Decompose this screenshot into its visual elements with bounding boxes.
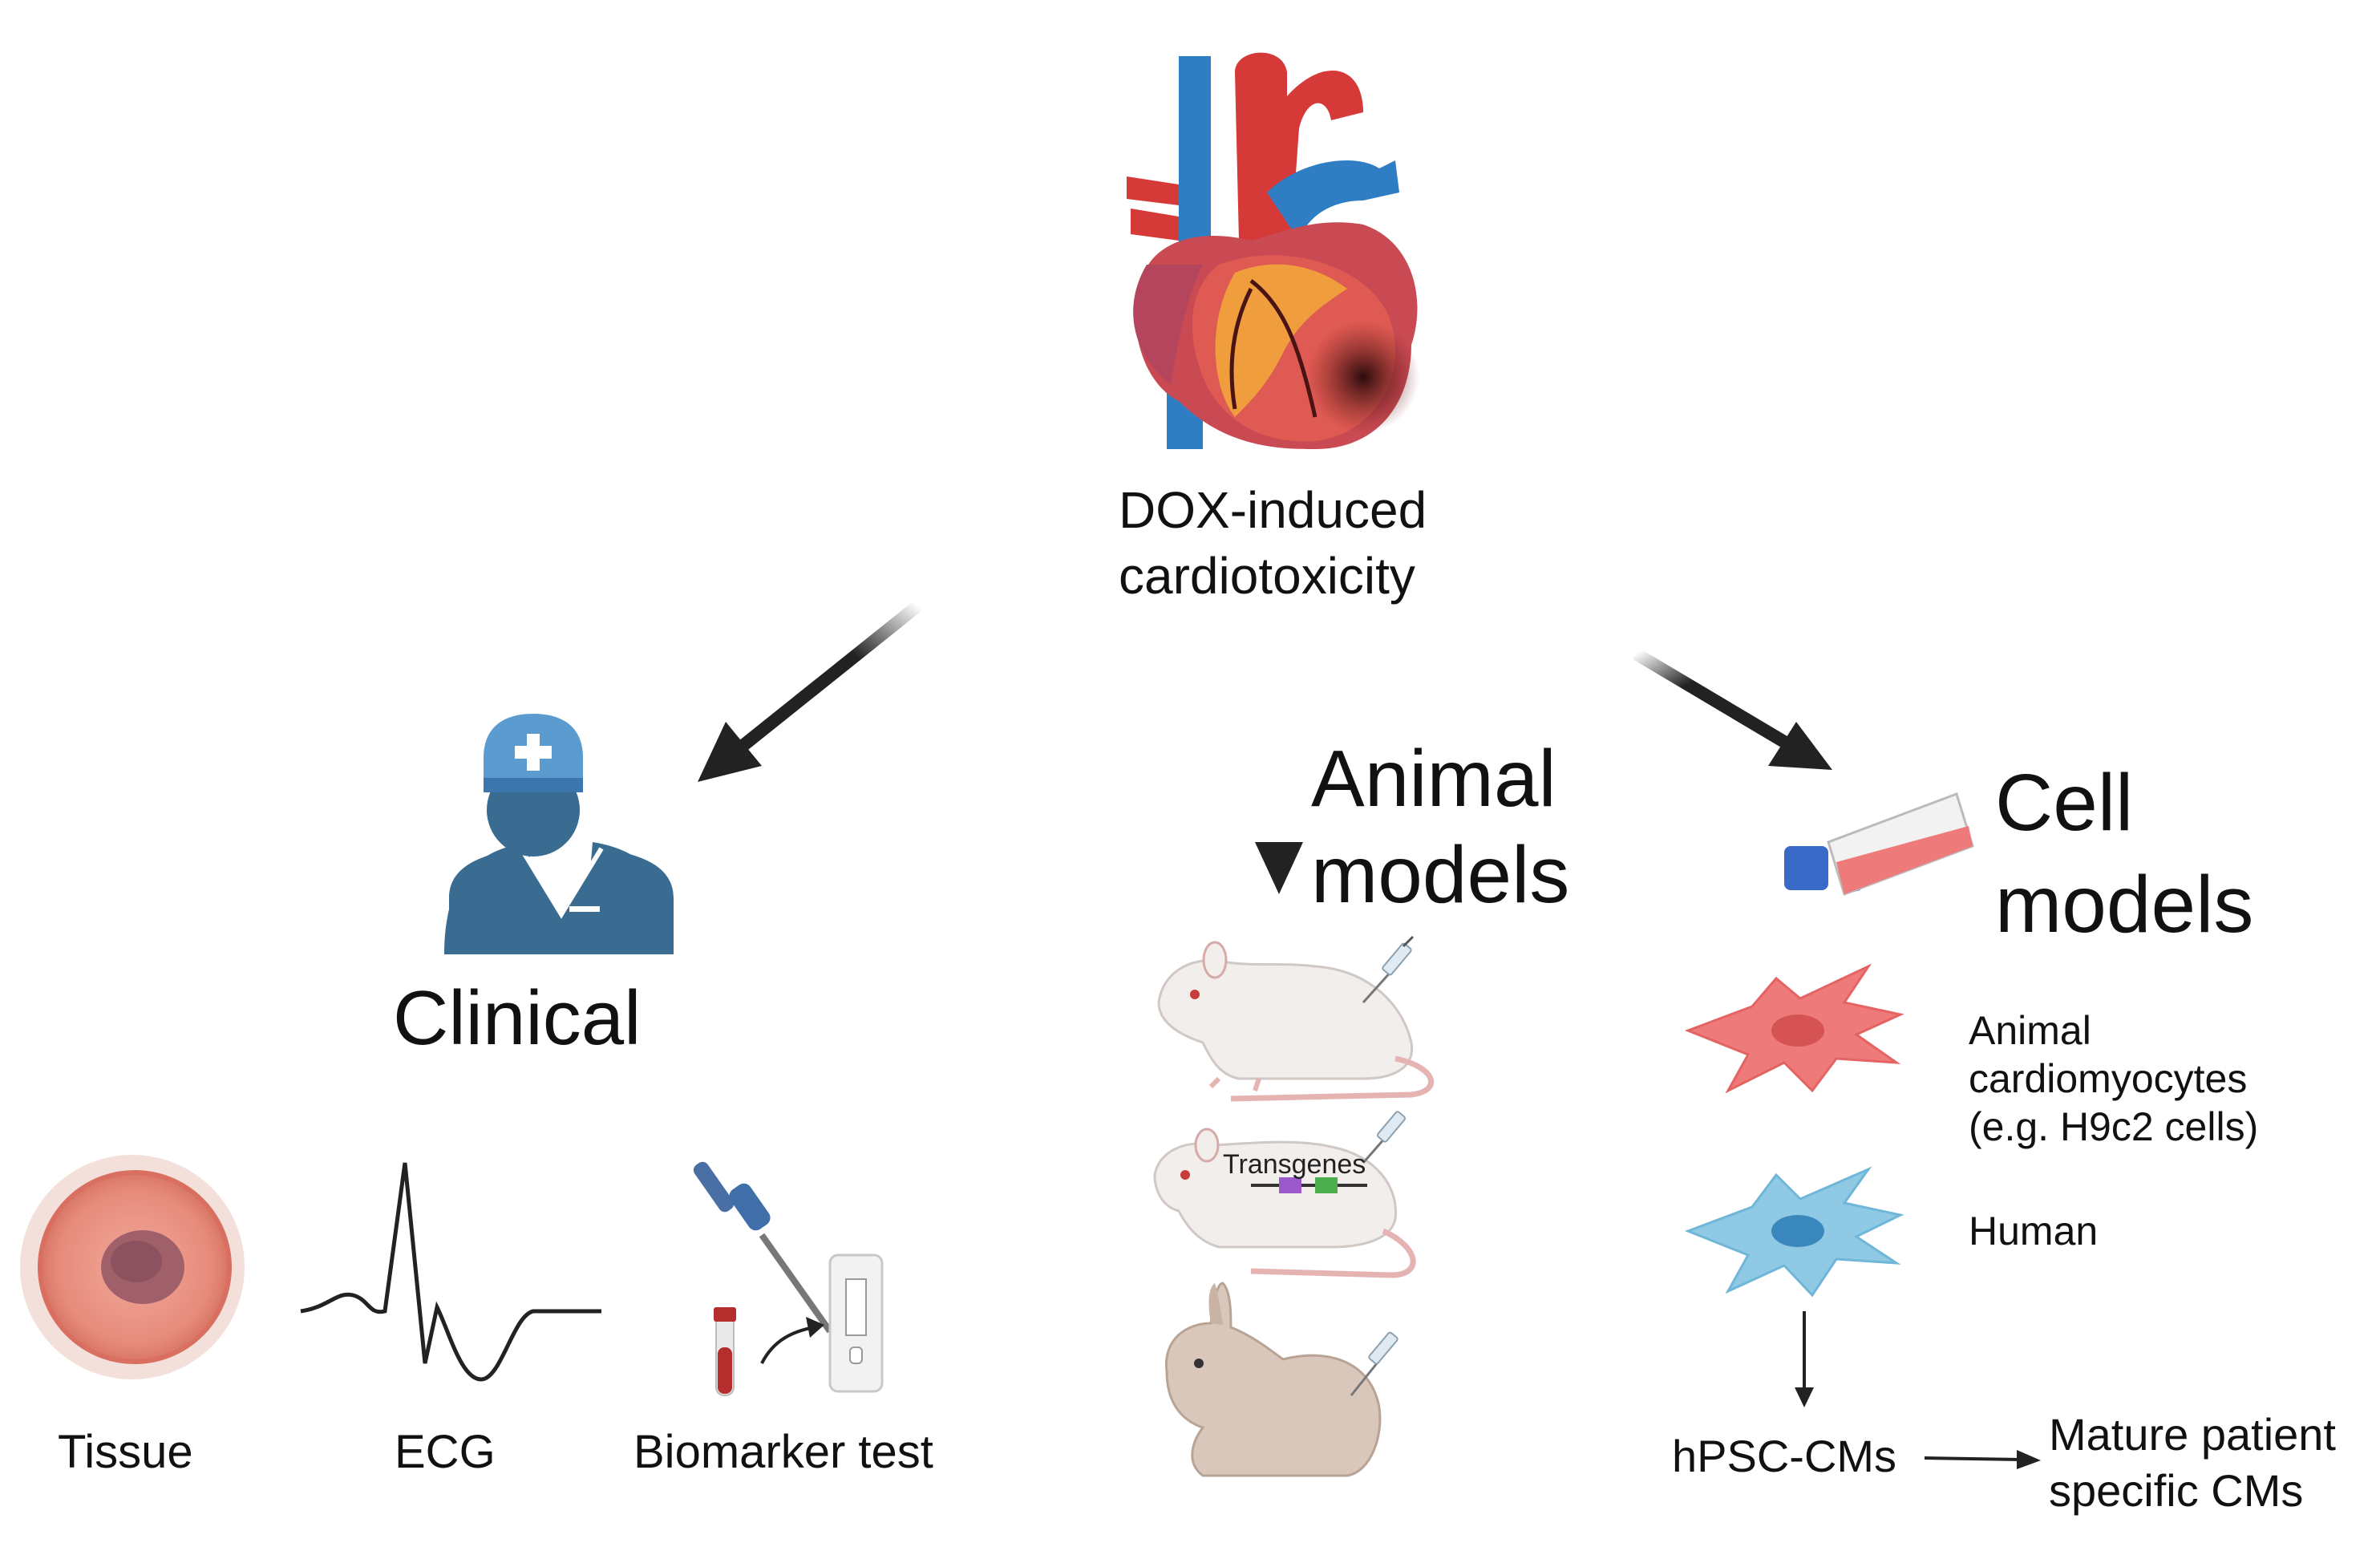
arrow-to-mature [1924,1450,2041,1469]
transgenes-label: Transgenes [1223,1149,1366,1180]
mature-line2: specific CMs [2049,1465,2303,1516]
animal-title-line1: Animal [1311,734,1556,824]
clinical-title: Clinical [393,975,641,1061]
arrow-to-hpsc [1795,1311,1814,1407]
rabbit-icon [1164,1282,1398,1477]
arrow-to-clinical [698,600,922,782]
culture-flask-icon [1784,792,1974,896]
biomarker-label: Biomarker test [633,1426,933,1478]
human-cardiomyocyte-icon [1684,1166,1904,1298]
ecg-icon [300,1162,601,1382]
animal-cardiomyocyte-icon [1684,963,1904,1094]
animal-cm-line1: Animal [1969,1008,2091,1053]
animal-cm-line3: (e.g. H9c2 cells) [1969,1104,2258,1149]
hpsc-label: hPSC-CMs [1672,1431,1896,1481]
cell-title-line2: models [1995,860,2253,950]
animal-title-line2: models [1311,830,1569,920]
rat-icon [1157,935,1435,1102]
cell-title-line1: Cell [1995,758,2133,848]
tissue-label: Tissue [58,1426,193,1478]
heart-icon [1127,52,1419,449]
doctor-icon [444,714,674,954]
ecg-label: ECG [395,1426,496,1478]
transgenic-mouse-icon [1153,1111,1416,1278]
center-title-line2: cardiotoxicity [1119,547,1415,605]
tissue-icon [20,1155,245,1379]
arrow-to-cell [1632,648,1832,770]
biomarker-test-icon [693,1161,884,1396]
center-title-line1: DOX-induced [1119,481,1427,539]
mature-line1: Mature patient [2049,1409,2336,1460]
human-label: Human [1969,1209,2098,1253]
arrow-to-animal [1255,662,1303,894]
animal-cm-line2: cardiomyocytes [1969,1056,2247,1101]
